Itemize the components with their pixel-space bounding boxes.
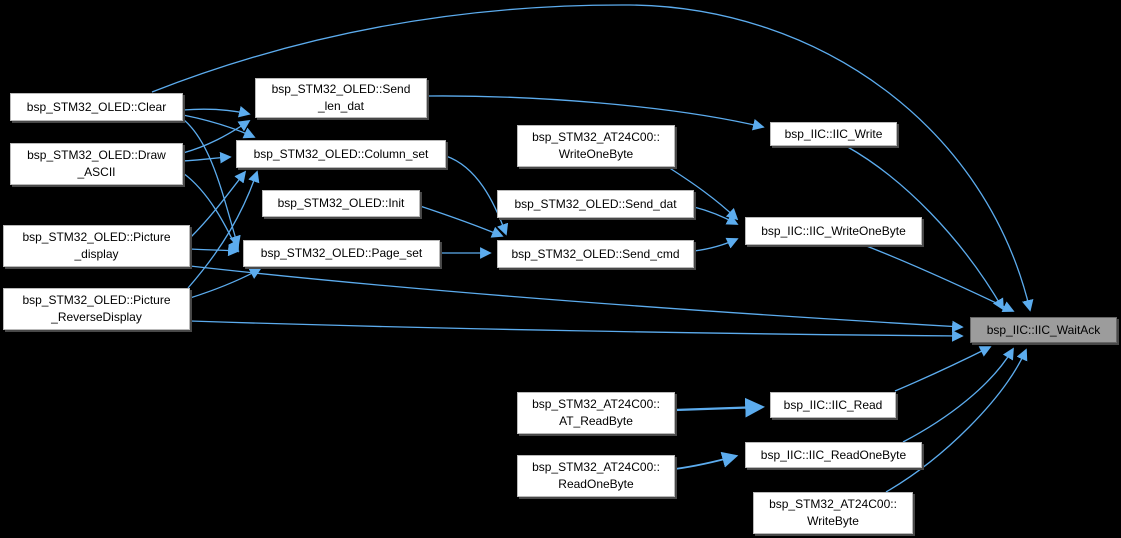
node-label-line: bsp_STM32_OLED::Draw [27, 148, 166, 162]
edge-picture-display-to-column-set [189, 170, 247, 239]
node-label-line: _ASCII [77, 165, 116, 179]
node-label-line: bsp_STM32_OLED::Init [277, 196, 405, 210]
node-label-line: _display [74, 247, 119, 261]
edge-send-dat-to-iic-writeonebyte [693, 206, 739, 225]
edge-group [151, 4, 1034, 493]
edge-at24c00-at-readbyte-to-iic-read [674, 397, 765, 418]
node-iic-write[interactable]: bsp_IIC::IIC_Write [770, 122, 897, 146]
edge-picture-display-to-page-set [189, 244, 240, 257]
edge-draw-ascii-to-page-set [182, 172, 239, 253]
node-label-line: bsp_STM32_OLED::Picture [22, 230, 171, 244]
node-at24c00-writeonebyte[interactable]: bsp_STM32_AT24C00::WriteOneByte [517, 125, 675, 167]
node-at24c00-readonebyte[interactable]: bsp_STM32_AT24C00::ReadOneByte [517, 455, 675, 497]
edge-picture-reversedisplay-to-iic-waitack [189, 320, 964, 342]
node-column-set[interactable]: bsp_STM32_OLED::Column_set [236, 140, 446, 168]
edge-send-len-dat-to-iic-write [426, 95, 765, 131]
node-label-line: bsp_STM32_OLED::Column_set [253, 146, 429, 161]
node-send-cmd[interactable]: bsp_STM32_OLED::Send_cmd [497, 240, 694, 268]
node-label-line: bsp_IIC::IIC_Read [783, 397, 883, 412]
node-picture-reversedisplay[interactable]: bsp_STM32_OLED::Picture_ReverseDisplay [3, 288, 190, 330]
node-label-line: bsp_STM32_OLED::Picture [22, 293, 171, 307]
edge-draw-ascii-to-column-set [182, 151, 232, 164]
edge-at24c00-writebyte-to-iic-waitack [885, 348, 1028, 493]
node-init[interactable]: bsp_STM32_OLED::Init [262, 190, 420, 217]
node-label-line: WriteOneByte [558, 147, 634, 161]
node-iic-readonebyte[interactable]: bsp_IIC::IIC_ReadOneByte [745, 442, 922, 468]
node-label-line: bsp_IIC::IIC_ReadOneByte [760, 447, 907, 462]
node-picture-display[interactable]: bsp_STM32_OLED::Picture_display [3, 225, 190, 267]
node-send-len-dat[interactable]: bsp_STM32_OLED::Send_len_dat [255, 78, 427, 118]
edge-picture-reversedisplay-to-column-set [187, 170, 260, 289]
node-page-set[interactable]: bsp_STM32_OLED::Page_set [243, 240, 440, 267]
edge-picture-reversedisplay-to-page-set [189, 268, 262, 299]
node-label-line: bsp_STM32_AT24C00:: [532, 397, 660, 411]
node-label-line: bsp_STM32_OLED::Page_set [260, 246, 423, 260]
edge-clear-to-send-len-dat [182, 106, 251, 118]
edge-iic-read-to-iic-waitack [894, 346, 992, 392]
node-label-line: bsp_STM32_OLED::Clear [26, 99, 167, 114]
node-label-line: WriteByte [807, 514, 859, 528]
node-iic-waitack[interactable]: bsp_IIC::IIC_WaitAck [970, 317, 1117, 343]
node-label-line: bsp_IIC::IIC_WaitAck [986, 322, 1101, 337]
node-label-line: bsp_IIC::IIC_Write [784, 126, 883, 141]
node-clear[interactable]: bsp_STM32_OLED::Clear [10, 93, 183, 121]
edge-clear-to-column-set [182, 114, 256, 139]
node-label-line: bsp_STM32_OLED::Send [271, 82, 411, 96]
node-label-line: _ReverseDisplay [51, 310, 142, 324]
node-send-dat[interactable]: bsp_STM32_OLED::Send_dat [497, 190, 694, 218]
edge-at24c00-readonebyte-to-iic-readonebyte [674, 451, 739, 470]
edge-draw-ascii-to-send-len-dat [182, 120, 251, 154]
node-label-line: bsp_IIC::IIC_WriteOneByte [761, 223, 906, 238]
node-at24c00-writebyte[interactable]: bsp_STM32_AT24C00::WriteByte [753, 492, 913, 534]
edge-clear-to-page-set [182, 118, 241, 248]
edge-iic-write-to-iic-waitack [845, 145, 1004, 311]
node-label-line: bsp_STM32_AT24C00:: [532, 130, 660, 144]
edge-iic-writeonebyte-to-iic-waitack [863, 244, 1015, 312]
node-at24c00-at-readbyte[interactable]: bsp_STM32_AT24C00::AT_ReadByte [517, 392, 675, 434]
node-iic-writeonebyte[interactable]: bsp_IIC::IIC_WriteOneByte [745, 217, 922, 245]
edge-iic-readonebyte-to-iic-waitack [902, 347, 1014, 443]
edge-at24c00-writeonebyte-to-iic-writeonebyte [667, 166, 739, 221]
edge-picture-display-to-iic-waitack [189, 265, 964, 333]
edge-clear-to-iic-waitack [151, 4, 1034, 312]
node-label-line: bsp_STM32_OLED::Send_cmd [511, 246, 680, 261]
edge-init-to-send-cmd [419, 205, 504, 238]
node-label-line: bsp_STM32_AT24C00:: [769, 497, 897, 511]
node-draw-ascii[interactable]: bsp_STM32_OLED::Draw_ASCII [10, 143, 183, 185]
node-label-line: _len_dat [317, 99, 365, 113]
node-label-line: AT_ReadByte [559, 414, 633, 428]
node-label-line: bsp_STM32_OLED::Send_dat [514, 196, 677, 211]
edge-send-cmd-to-iic-writeonebyte [693, 237, 739, 252]
edge-column-set-to-send-cmd [445, 155, 509, 236]
node-iic-read[interactable]: bsp_IIC::IIC_Read [770, 392, 896, 418]
node-label-line: bsp_STM32_AT24C00:: [532, 460, 660, 474]
node-label-line: ReadOneByte [558, 477, 634, 491]
